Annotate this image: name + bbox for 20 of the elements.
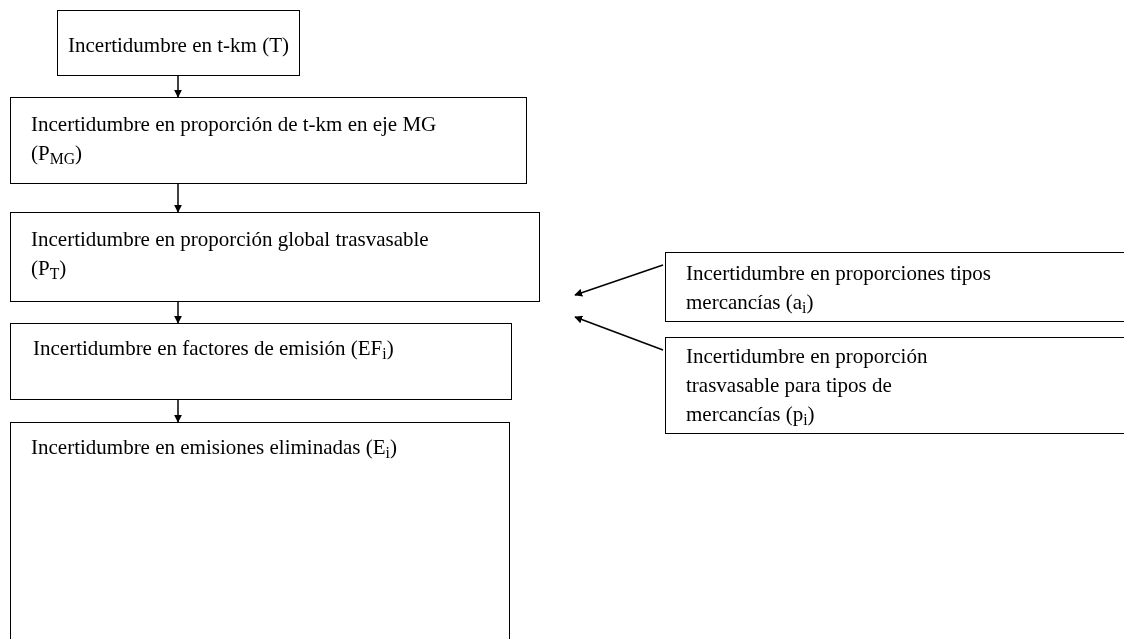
process-box (10, 212, 540, 302)
box-text: Incertidumbre en proporción global trasvasable (P$_{T}$) (31, 226, 430, 283)
arrow (174, 301, 182, 324)
arrow (574, 315, 664, 351)
process-box (665, 337, 1124, 434)
process-box (10, 97, 527, 184)
process-box (10, 323, 512, 400)
process-box (57, 10, 300, 76)
box-text: Incertidumbre en emisiones eliminadas (E$_{i}$) (31, 434, 398, 462)
box-text: Incertidumbre en proporción de t-km en eje MG (P$_{MG}$) (31, 111, 438, 168)
box-text: Incertidumbre en t-km (T) (68, 32, 290, 59)
arrow (174, 399, 182, 423)
process-box (10, 422, 510, 639)
box-text: Incertidumbre en factores de emisión (EF$_{i}$) (33, 335, 395, 363)
box-text: Incertidumbre en proporciones tipos mercancías (a$_{i}$) (686, 260, 992, 317)
arrow (174, 183, 182, 213)
arrow (574, 264, 664, 297)
box-text: Incertidumbre en proporción trasvasable para tipos de mercancías (p$_{i}$) (686, 343, 929, 429)
arrow (174, 75, 182, 98)
process-box (665, 252, 1124, 322)
